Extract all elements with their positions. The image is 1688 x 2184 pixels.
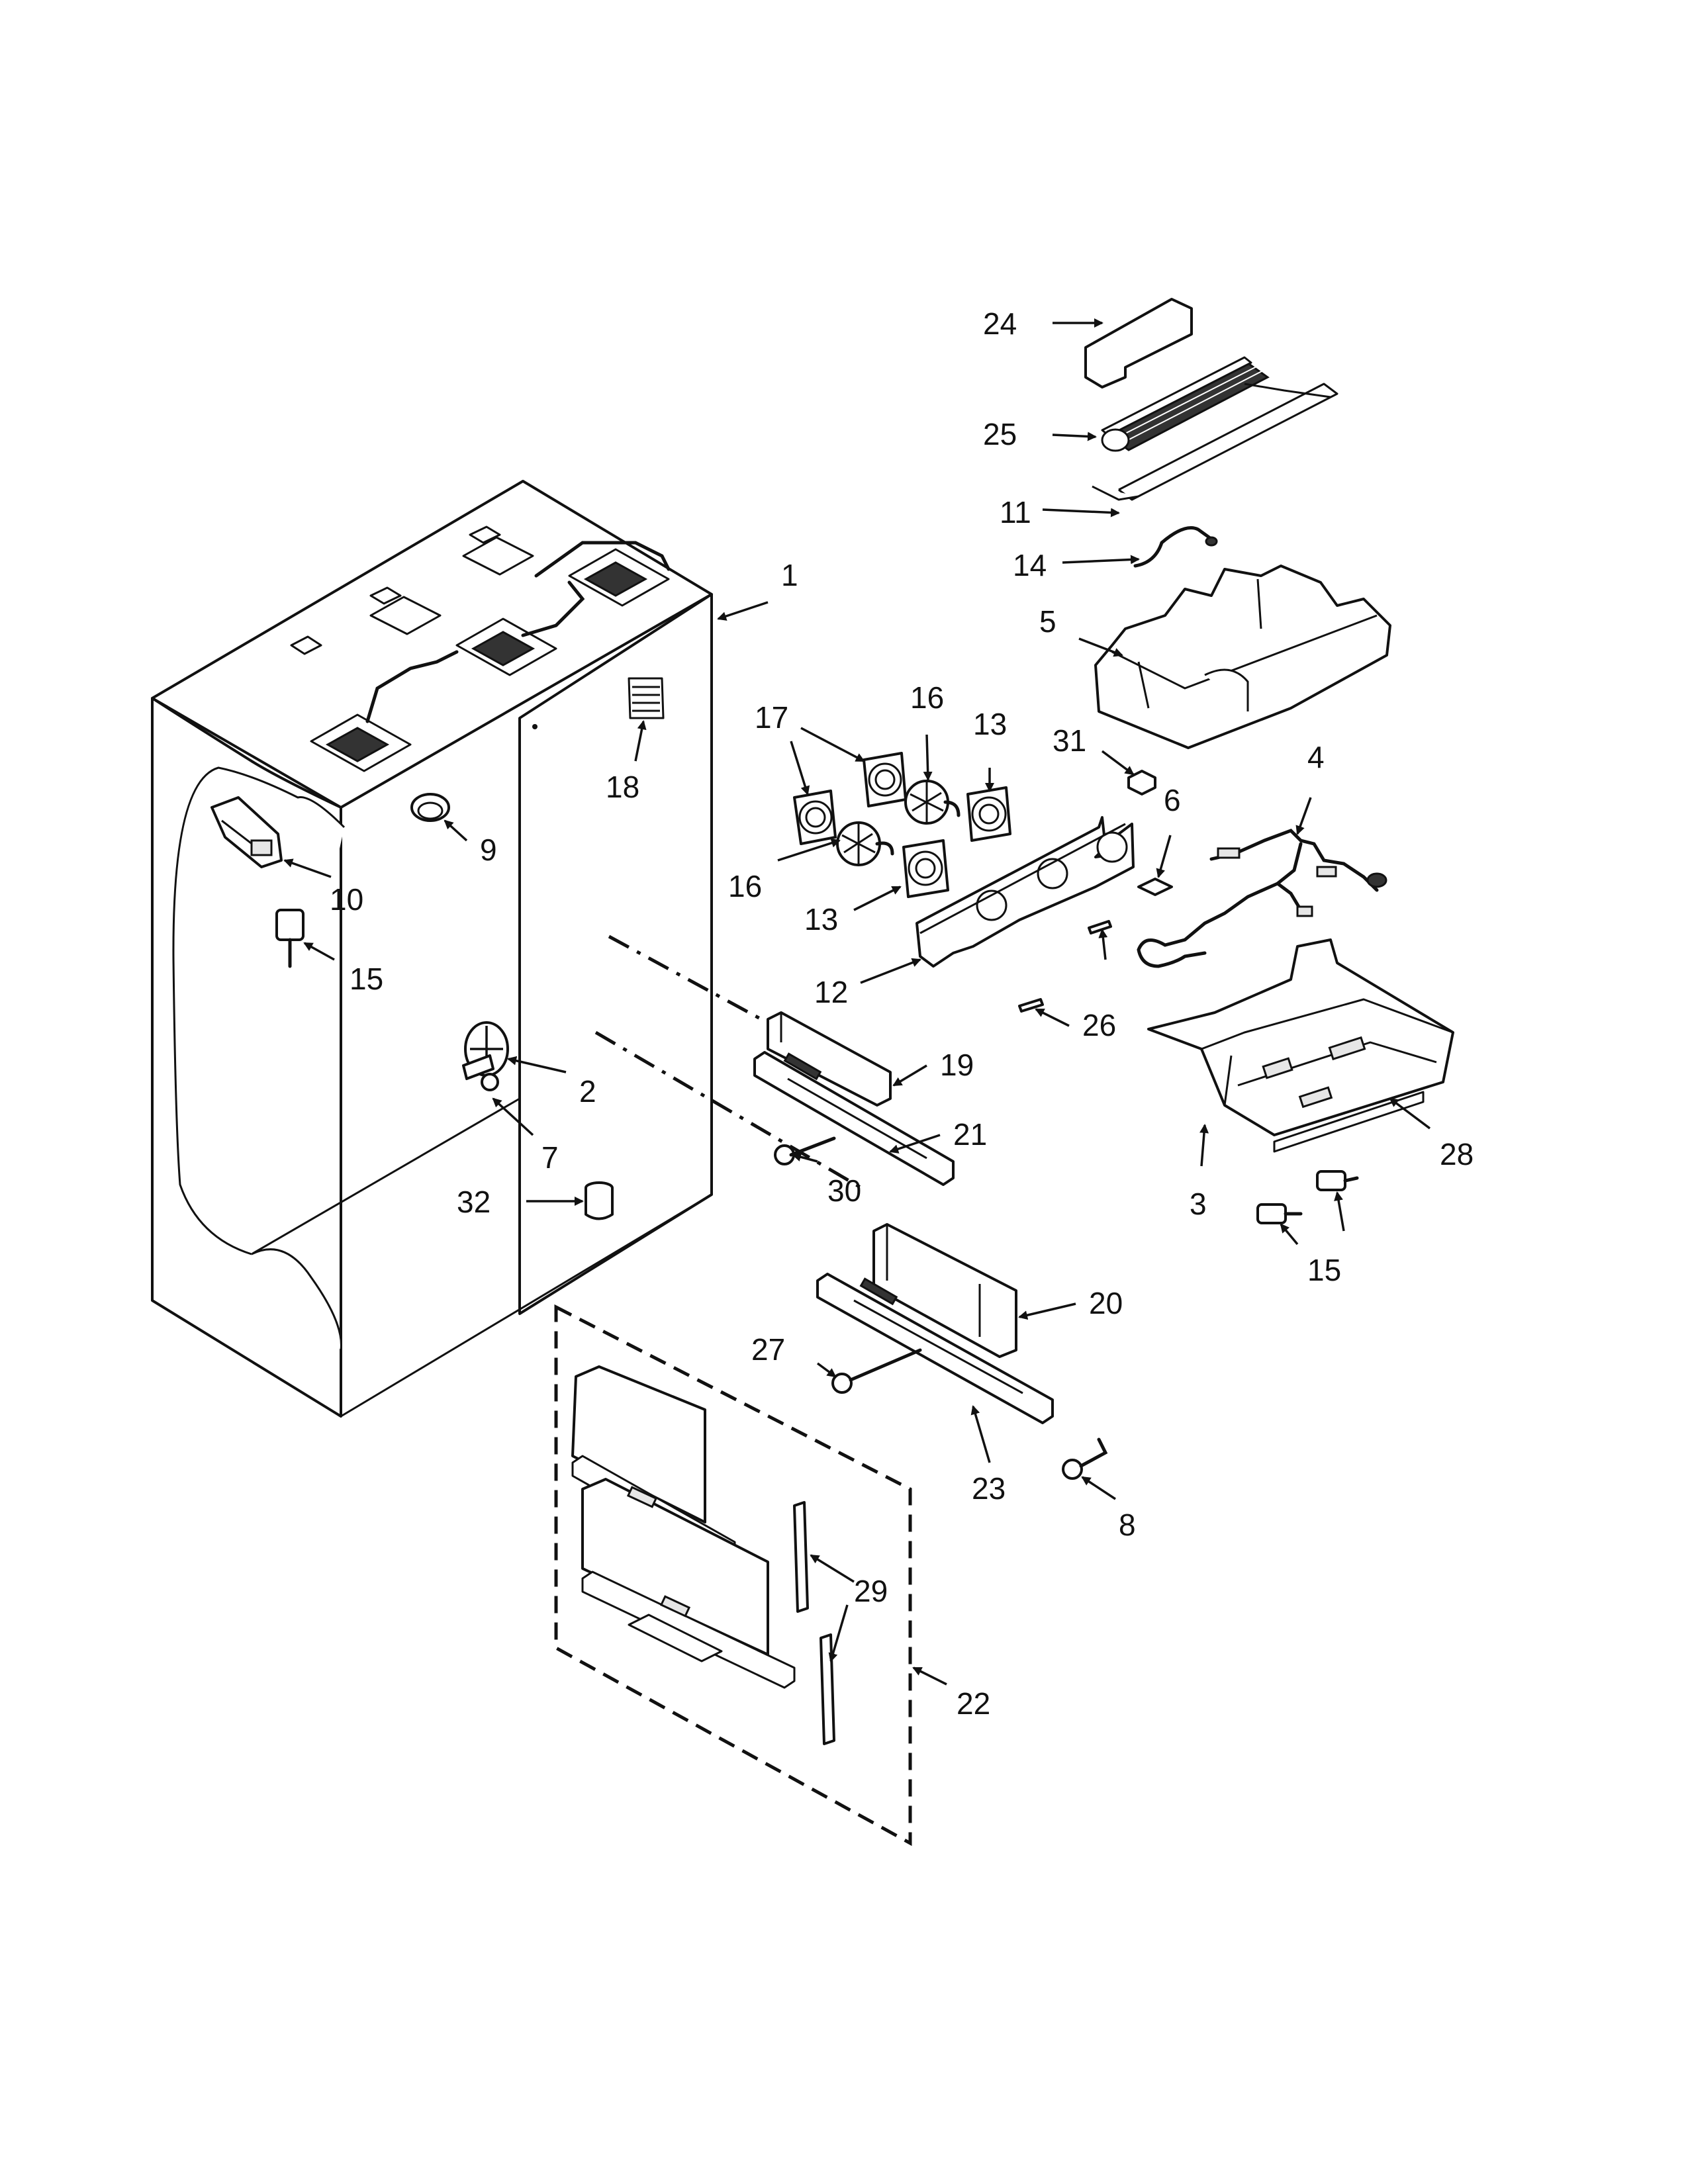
part-16-fan-motor-b [836,821,894,866]
part-10-housing [211,796,283,868]
part-24-cover [1084,298,1193,388]
callout-16a: 16 [910,680,944,715]
callout-18: 18 [606,770,639,804]
callout-7: 7 [541,1140,559,1175]
part-23-slide-rail [816,1273,1054,1424]
callout-15b: 15 [1307,1253,1341,1287]
part-11-drain-heater [1092,383,1338,501]
part-3-control-housing [1147,938,1454,1136]
part-26-strip-b [1088,920,1112,934]
part-17-fan-shroud-b [863,752,907,807]
part-28-cover-strip [1273,1091,1425,1153]
part-18-vent [628,677,665,719]
part-8-screw [1062,1437,1108,1480]
callout-13b: 13 [804,902,838,936]
callout-3: 3 [1190,1187,1207,1221]
part-19-rail-front [767,1011,892,1107]
callout-20: 20 [1089,1286,1123,1320]
callout-26: 26 [1082,1008,1116,1042]
callout-23: 23 [972,1471,1006,1506]
part-26-strip-a [1018,998,1044,1013]
leader-lines [283,318,1431,1686]
part-32-cup [585,1181,614,1220]
part-13-fan-shroud-b [902,839,949,898]
callout-10: 10 [330,882,363,917]
part-22-slide-assembly [571,1365,796,1689]
part-15-sensor-right-b [1316,1170,1359,1191]
callout-28: 28 [1440,1137,1474,1171]
callout-27: 27 [751,1332,785,1367]
part-5-drain-pan [1094,565,1391,749]
part-14-wire [1133,526,1218,568]
callout-30: 30 [827,1173,861,1208]
part-21-slide-rail [753,1051,955,1186]
part-29-slide-guide-a [793,1501,809,1613]
part-30-screw [774,1136,836,1165]
callout-5: 5 [1039,604,1056,639]
callout-19: 19 [940,1048,974,1082]
callout-21: 21 [953,1117,987,1152]
cabinet-liner [151,480,713,1418]
dash-line-a [608,934,763,1021]
part-9-light [410,793,450,822]
callout-24: 24 [983,306,1017,341]
callout-4: 4 [1307,740,1325,774]
part-15-sensor-right-a [1256,1203,1303,1224]
callout-11: 11 [1000,495,1031,529]
callout-1: 1 [781,558,798,592]
callout-25: 25 [983,417,1017,451]
part-31-clip [1127,770,1156,796]
part-25-evaporator [1101,356,1270,452]
part-12-fan-bracket [915,816,1135,968]
part-4-wire-harness [1137,829,1387,968]
callout-16b: 16 [728,869,762,903]
callout-9: 9 [480,833,497,867]
callout-17: 17 [755,700,788,735]
callout-14: 14 [1013,548,1047,582]
callout-2: 2 [579,1074,596,1109]
callout-6: 6 [1164,783,1181,817]
part-15-sensor-left [275,909,305,968]
callout-32: 32 [457,1185,491,1219]
part-17-fan-shroud-a [793,790,837,845]
callout-31: 31 [1053,723,1086,758]
dash-line-b [594,1030,868,1193]
callout-22: 22 [957,1686,990,1721]
callout-12: 12 [814,975,848,1009]
part-29-slide-guide-b [820,1633,835,1745]
callout-13a: 13 [973,707,1007,741]
part-22-assembly-box [554,1304,912,1846]
part-7-screw [462,1054,499,1091]
callout-29: 29 [854,1574,888,1608]
part-13-fan-shroud-a [966,786,1011,842]
part-27-screw [831,1348,922,1394]
callout-labels: 1 2 3 4 5 6 7 8 9 10 11 12 13 13 14 15 1… [330,306,1474,1721]
part-6-frame [1137,878,1173,896]
callout-15a: 15 [350,962,383,996]
callout-8: 8 [1119,1508,1136,1542]
part-16-fan-motor-a [904,780,961,825]
